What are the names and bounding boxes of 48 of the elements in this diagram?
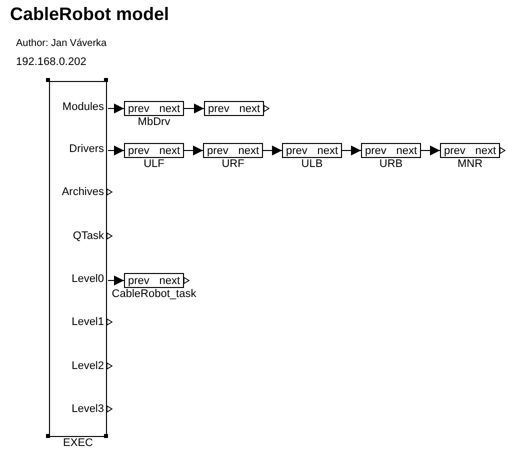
port-label: next — [239, 102, 260, 114]
arrow — [420, 146, 440, 156]
port-label: prev — [128, 102, 150, 114]
function-block — [361, 143, 421, 158]
port-label: prev — [365, 144, 386, 156]
output-port-label: Level1 — [72, 316, 104, 328]
port-label: next — [159, 144, 180, 156]
note: 192.168.0.202 — [16, 56, 86, 68]
function-block — [282, 143, 342, 158]
port-label: prev — [128, 144, 150, 156]
port-label: prev — [444, 144, 466, 156]
output-port-label: Modules — [62, 101, 104, 113]
block-name: URB — [379, 158, 403, 170]
port-label: next — [475, 144, 496, 156]
function-block — [124, 143, 184, 158]
arrow — [262, 146, 282, 156]
port-label: next — [317, 144, 338, 156]
output-port-label: Level2 — [72, 360, 104, 372]
port-label: next — [238, 144, 259, 156]
port-label: next — [159, 274, 180, 286]
port-label: prev — [128, 274, 150, 286]
port-label: next — [396, 144, 417, 156]
note: Author: Jan Váverka — [16, 38, 107, 49]
block-name: MNR — [457, 158, 483, 170]
port-label: prev — [286, 144, 308, 156]
port-label: prev — [207, 144, 228, 156]
arrow — [108, 104, 124, 114]
arrow — [108, 276, 124, 286]
diagram-title: CableRobot model — [10, 4, 170, 25]
port-label: prev — [208, 102, 230, 114]
block-name: CableRobot_task — [112, 288, 196, 300]
block-name: ULF — [144, 158, 164, 170]
arrow — [184, 146, 204, 156]
output-port-label: Level0 — [72, 273, 104, 285]
block-name: URF — [222, 158, 244, 170]
output-port-label: Archives — [62, 186, 104, 198]
arrow — [342, 146, 362, 156]
output-port-label: Level3 — [72, 403, 104, 415]
port-label: next — [159, 102, 180, 114]
block-name: MbDrv — [138, 116, 170, 128]
block-name: ULB — [301, 158, 323, 170]
output-port-label: Drivers — [69, 143, 104, 155]
output-port-label: QTask — [72, 230, 104, 242]
block-name: EXEC — [62, 437, 94, 449]
arrow — [184, 104, 204, 114]
function-block — [124, 101, 184, 116]
function-block — [203, 143, 263, 158]
arrow — [108, 146, 124, 156]
